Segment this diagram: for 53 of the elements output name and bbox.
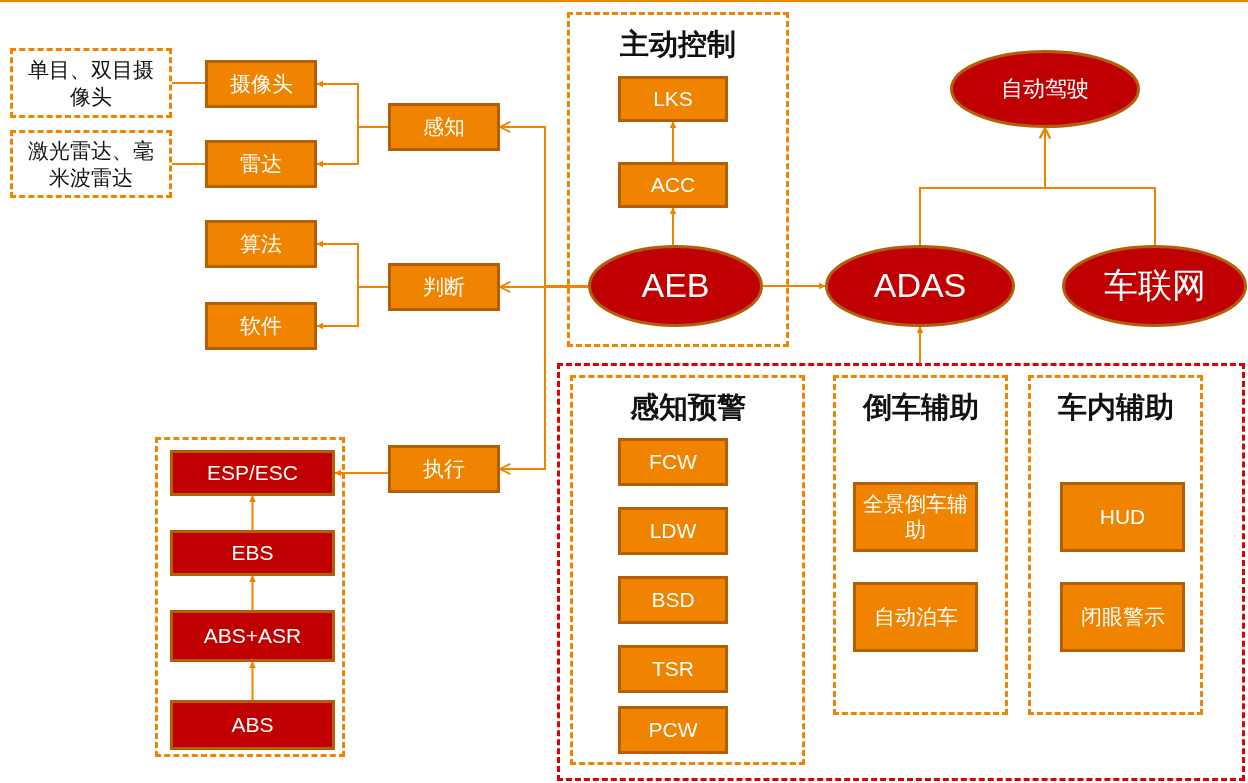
group-frame — [567, 12, 789, 347]
arrow — [1038, 127, 1156, 246]
group-frame — [155, 437, 345, 757]
process-box: ACC — [618, 162, 728, 208]
arrow — [316, 286, 389, 330]
process-box: LKS — [618, 76, 728, 122]
process-box: 雷达 — [205, 140, 317, 188]
note-box: 单目、双目摄像头 — [10, 48, 172, 118]
note-box: 激光雷达、毫米波雷达 — [10, 130, 172, 198]
group-frame — [833, 375, 1008, 715]
arrow — [762, 282, 826, 290]
arrow — [249, 495, 256, 531]
ellipse-node: 车联网 — [1062, 245, 1247, 327]
group-frame — [557, 363, 1245, 781]
process-box: 执行 — [388, 445, 500, 493]
arrow — [669, 207, 677, 246]
group-frame — [1028, 375, 1203, 715]
arrow — [499, 285, 589, 476]
process-box: HUD — [1060, 482, 1185, 552]
arrow — [916, 326, 924, 364]
connector-line — [171, 163, 206, 165]
connector-line — [171, 82, 206, 84]
process-box: LDW — [618, 507, 728, 555]
process-box: 判断 — [388, 263, 500, 311]
process-box: 自动泊车 — [853, 582, 978, 652]
process-box: FCW — [618, 438, 728, 486]
process-box: 摄像头 — [205, 60, 317, 108]
process-box: BSD — [618, 576, 728, 624]
process-box: 闭眼警示 — [1060, 582, 1185, 652]
group-title: 车内辅助 — [1056, 390, 1175, 425]
process-box: TSR — [618, 645, 728, 693]
process-box: ABS+ASR — [170, 610, 335, 662]
process-box: PCW — [618, 706, 728, 754]
arrow — [316, 126, 389, 168]
process-box: ABS — [170, 700, 335, 750]
process-box: 感知 — [388, 103, 500, 151]
group-frame — [570, 375, 805, 765]
arrow — [499, 280, 590, 294]
ellipse-node: ADAS — [825, 245, 1015, 327]
arrow — [334, 469, 389, 477]
process-box: 软件 — [205, 302, 317, 350]
arrow — [249, 661, 256, 701]
process-box: ESP/ESC — [170, 450, 335, 496]
arrow — [669, 121, 677, 163]
group-title: 主动控制 — [619, 27, 737, 62]
group-title: 倒车辅助 — [861, 390, 980, 425]
ellipse-node: AEB — [588, 245, 763, 327]
arrow — [249, 575, 256, 611]
ellipse-node: 自动驾驶 — [950, 50, 1140, 128]
process-box: 全景倒车辅助 — [853, 482, 978, 552]
process-box: 算法 — [205, 220, 317, 268]
group-title: 感知预警 — [628, 390, 747, 425]
process-box: EBS — [170, 530, 335, 576]
